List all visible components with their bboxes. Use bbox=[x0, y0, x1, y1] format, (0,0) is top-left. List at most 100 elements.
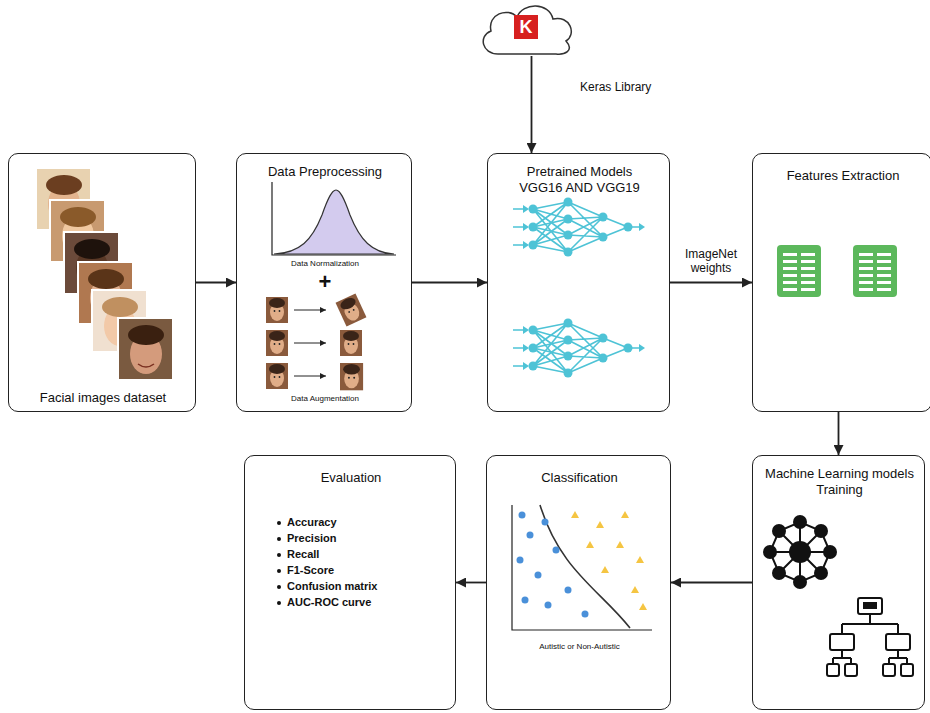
metric-item: Confusion matrix bbox=[287, 580, 447, 593]
box-title: Features Extraction bbox=[757, 168, 929, 184]
class-dot bbox=[582, 611, 589, 618]
class-dot bbox=[542, 519, 549, 526]
bullet-dot bbox=[277, 601, 281, 605]
metric-item: AUC-ROC curve bbox=[287, 596, 447, 609]
box-title: Evaluation bbox=[249, 470, 453, 486]
bullet-dot bbox=[277, 553, 281, 557]
box-title: Classification bbox=[491, 470, 668, 486]
graph-node bbox=[814, 566, 828, 580]
class-dots bbox=[517, 512, 589, 618]
normal-curve bbox=[274, 190, 394, 254]
box-title: Machine Learning models Training bbox=[765, 466, 914, 497]
bullet-dot bbox=[277, 537, 281, 541]
metric-item: Precision bbox=[287, 532, 447, 545]
metric-item: F1-Score bbox=[287, 564, 447, 577]
metric-item: Accuracy bbox=[287, 516, 447, 529]
box-title: Data Preprocessing bbox=[241, 164, 409, 180]
class-triangle bbox=[586, 541, 594, 548]
class-triangle bbox=[636, 556, 644, 563]
chart-axes bbox=[272, 182, 396, 255]
cloud-outline bbox=[483, 6, 571, 54]
graph-node bbox=[793, 575, 807, 589]
process-box: Features Extraction bbox=[752, 153, 930, 412]
flow-arrow bbox=[838, 412, 840, 455]
face-thumbnail bbox=[266, 363, 288, 389]
class-triangle bbox=[596, 521, 604, 528]
bell-curve-chart bbox=[272, 182, 396, 255]
library-cloud: KKeras Library bbox=[476, 0, 576, 56]
augmentation-examples bbox=[266, 294, 366, 391]
network-graph-icon bbox=[763, 515, 837, 589]
class-triangle bbox=[631, 586, 639, 593]
class-dot bbox=[553, 547, 560, 554]
face-thumbnail bbox=[336, 294, 367, 327]
tree-node bbox=[858, 598, 882, 614]
class-triangle bbox=[571, 511, 579, 518]
class-triangle bbox=[639, 603, 647, 610]
class-triangle bbox=[621, 511, 629, 518]
box-title: Pretrained Models VGG16 AND VGG19 bbox=[508, 164, 651, 195]
face-thumbnail bbox=[266, 330, 288, 356]
face-photo bbox=[118, 318, 173, 380]
graph-node bbox=[789, 541, 811, 563]
flow-arrow bbox=[670, 282, 752, 284]
photo-hair bbox=[128, 325, 164, 345]
metric-item: Recall bbox=[287, 548, 447, 561]
training-box: Machine Learning models Training bbox=[752, 455, 925, 710]
class-dot bbox=[545, 602, 552, 609]
graph-node bbox=[772, 566, 786, 580]
photo-stack bbox=[36, 168, 173, 380]
photo-hair bbox=[60, 207, 96, 227]
graph-node bbox=[793, 515, 807, 529]
photo-hair bbox=[102, 297, 138, 317]
class-dot bbox=[527, 532, 534, 539]
bullet-dot bbox=[277, 585, 281, 589]
feature-table-icon bbox=[853, 245, 897, 297]
logo-letter: K bbox=[514, 15, 538, 39]
face-thumbnail bbox=[340, 363, 363, 390]
augment-arrow bbox=[294, 310, 326, 311]
tree-leaf bbox=[827, 664, 839, 676]
class-dot bbox=[519, 512, 526, 519]
class-triangles bbox=[571, 511, 647, 610]
class-dot bbox=[522, 597, 529, 604]
box-title: Facial images dataset bbox=[13, 390, 193, 406]
decision-boundary bbox=[540, 505, 630, 628]
photo-hair bbox=[46, 175, 82, 195]
model-box: Pretrained Models VGG16 AND VGG19 bbox=[487, 153, 670, 412]
face-thumbnail-rotated bbox=[336, 294, 367, 327]
photo-smile bbox=[138, 364, 154, 367]
sub-label: Autistic or Non-Autistic bbox=[491, 642, 668, 652]
face-thumbnail bbox=[266, 297, 288, 323]
class-dot bbox=[517, 557, 524, 564]
graph-node bbox=[772, 524, 786, 538]
graph-node bbox=[763, 545, 777, 559]
tree-leaf bbox=[845, 664, 857, 676]
graph-node bbox=[814, 524, 828, 538]
sub-label: Data Augmentation bbox=[241, 394, 409, 404]
photo-hair bbox=[74, 239, 110, 259]
classification-box: ClassificationAutistic or Non-Autistic bbox=[486, 455, 671, 710]
graph-node bbox=[823, 545, 837, 559]
flow-arrow bbox=[196, 282, 236, 284]
dataset-box: Facial images dataset bbox=[8, 153, 196, 412]
process-box: Data PreprocessingData Normalization+Dat… bbox=[236, 153, 412, 412]
class-triangle bbox=[616, 541, 624, 548]
class-dot bbox=[565, 587, 572, 594]
neural-net-icon bbox=[513, 198, 645, 257]
tree-node bbox=[886, 634, 910, 650]
evaluation-box: EvaluationAccuracyPrecisionRecallF1-Scor… bbox=[244, 455, 456, 710]
tree-node bbox=[830, 634, 854, 650]
flow-arrow bbox=[412, 282, 487, 284]
graph-links bbox=[770, 522, 830, 582]
tree-leaf bbox=[883, 664, 895, 676]
flow-arrow bbox=[671, 582, 752, 584]
edge-label: ImageNet weights bbox=[674, 246, 748, 277]
plot-axes bbox=[512, 505, 652, 630]
tree-leaf bbox=[901, 664, 913, 676]
augment-arrow bbox=[294, 343, 326, 344]
face-thumbnail-flipped bbox=[340, 330, 362, 356]
